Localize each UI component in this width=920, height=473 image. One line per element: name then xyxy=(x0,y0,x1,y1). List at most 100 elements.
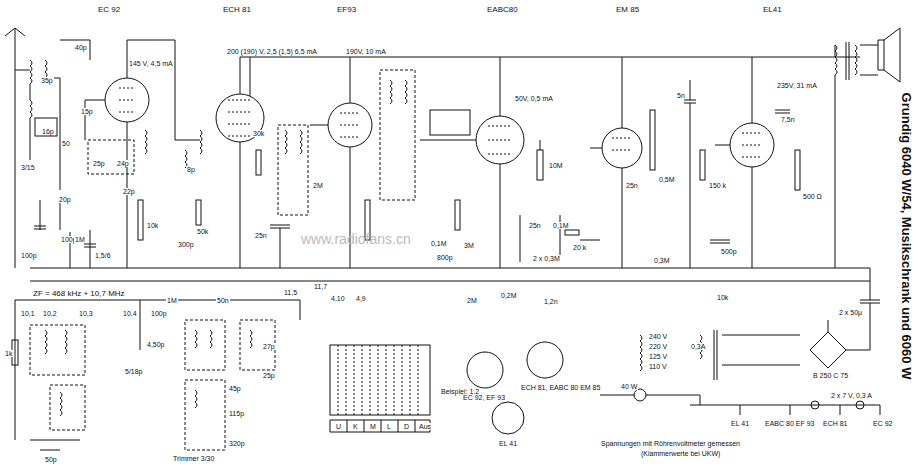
component-label: 235V, 31 mA xyxy=(776,82,818,89)
component-label: 0,2M xyxy=(500,292,518,299)
component-label: 50n xyxy=(216,297,230,304)
watermark: www.radiofans.cn xyxy=(300,232,412,246)
component-label: 0,5M xyxy=(658,176,676,183)
component-label: 10,4 xyxy=(122,310,138,317)
component-label: 8p xyxy=(186,166,196,173)
component-label: 27p xyxy=(262,343,276,350)
component-label: 2M xyxy=(466,297,478,304)
component-label: 10,3 xyxy=(78,310,94,317)
component-label: 500p xyxy=(720,248,738,255)
component-label: 190V, 10 mA xyxy=(345,48,387,55)
component-label: 11,7 xyxy=(313,283,328,290)
component-label: ECH 81 xyxy=(822,420,849,427)
component-label: 3M xyxy=(463,242,475,249)
component-label: 115p xyxy=(228,410,245,417)
component-label: EF93 xyxy=(336,6,357,14)
component-label: 0,3M xyxy=(653,257,671,264)
component-label: EC 92 xyxy=(97,6,121,14)
component-label: 22p xyxy=(122,188,136,195)
component-label: 50V, 0,5 mA xyxy=(514,95,554,102)
component-label: Aus xyxy=(418,423,432,430)
component-label: 1M xyxy=(74,236,86,243)
component-label: EM 85 xyxy=(615,6,640,14)
component-label: 16p xyxy=(41,128,55,135)
component-label: Spannungen mit Röhrenvoltmeter gemessen xyxy=(600,440,741,447)
component-label: 20p xyxy=(58,196,72,203)
component-label: 240 V xyxy=(648,333,668,340)
component-label: 25p xyxy=(92,160,106,167)
component-label: EABC80 xyxy=(486,6,519,14)
component-label: (Klammerwerte bei UKW) xyxy=(640,450,721,457)
component-label: 7,5n xyxy=(780,116,796,123)
component-label: 145 V, 4,5 mA xyxy=(128,60,174,67)
component-label: 10k xyxy=(716,294,729,301)
component-label: 5n xyxy=(676,92,686,99)
component-label: 40 W xyxy=(620,383,638,390)
component-label: 50 xyxy=(61,140,71,147)
component-label: EL 41 xyxy=(730,420,750,427)
schematic-title: Grundig 6040 W/54, Musikschrank und 6060… xyxy=(899,93,914,380)
component-label: 110 V xyxy=(648,363,668,370)
component-label: 25n xyxy=(254,232,268,239)
component-label: 40p xyxy=(74,44,88,51)
component-label: 320p xyxy=(228,440,246,447)
component-label: 10,1 xyxy=(20,310,36,317)
component-label: 3/15 xyxy=(20,164,36,171)
component-label: 11,5 xyxy=(283,289,298,296)
component-label: EC 92 xyxy=(872,420,893,427)
component-label: 20 k xyxy=(572,244,587,251)
component-label: 500 Ω xyxy=(802,193,823,200)
component-label: 50k xyxy=(196,228,209,235)
component-label: 800p xyxy=(436,254,454,261)
component-label: ECH 81 xyxy=(222,6,252,14)
component-label: EABC 80 EF 93 xyxy=(764,420,815,427)
component-label: L xyxy=(386,423,392,430)
component-label: 200 (190) V, 2,5 (1,5) 6,5 mA xyxy=(226,48,318,55)
component-label: 100p xyxy=(150,310,168,317)
component-label: 4,10 xyxy=(330,295,346,302)
component-label: EC 92, EF 93 xyxy=(462,394,506,401)
component-label: 10M xyxy=(548,162,564,169)
component-label: 10,2 xyxy=(42,310,58,317)
component-label: 1,5/6 xyxy=(94,252,112,259)
component-label: 1M xyxy=(166,297,178,304)
component-label: 0,1M xyxy=(552,222,570,229)
component-label: 15p xyxy=(80,108,94,115)
component-label: 50p xyxy=(44,456,58,463)
component-label: ECH 81, EABC 80 EM 85 xyxy=(520,384,601,391)
component-label: 30k xyxy=(252,130,265,137)
component-label: 0,1M xyxy=(430,240,448,247)
component-label: 1,2n xyxy=(543,298,559,305)
component-label: EL 41 xyxy=(498,440,518,447)
component-label: 4,9 xyxy=(355,295,367,302)
component-label: 2 x 50µ xyxy=(838,309,863,316)
component-label: 1k xyxy=(4,350,13,357)
component-label: Trimmer 3/30 xyxy=(172,455,215,462)
component-label: 2 x 7 V, 0,3 A xyxy=(830,392,873,399)
component-label: ZF = 468 kHz + 10,7 MHz xyxy=(32,290,126,298)
component-label: K xyxy=(352,423,359,430)
component-label: 35p xyxy=(40,77,54,84)
component-label: 0,3A xyxy=(690,343,706,350)
component-label: 24p xyxy=(116,160,130,167)
component-label: 220 V xyxy=(648,343,668,350)
component-label: 100p xyxy=(20,252,38,259)
component-label: 10k xyxy=(146,222,159,229)
component-label: 5/18p xyxy=(124,368,144,375)
component-label: 25n xyxy=(625,182,639,189)
component-label: 45p xyxy=(228,385,242,392)
component-label: 25n xyxy=(528,222,542,229)
component-label: 25p xyxy=(262,372,276,379)
component-label: M xyxy=(369,423,377,430)
component-label: 2M xyxy=(312,182,324,189)
component-label: 4,50p xyxy=(146,341,166,348)
component-label: 2 x 0,3M xyxy=(532,255,561,262)
component-label: 300p xyxy=(177,241,195,248)
component-label: B 250 C 75 xyxy=(812,372,849,379)
component-label: U xyxy=(335,423,342,430)
component-label: 125 V xyxy=(648,353,668,360)
component-label: EL41 xyxy=(762,6,783,14)
component-label: 150 k xyxy=(708,182,727,189)
